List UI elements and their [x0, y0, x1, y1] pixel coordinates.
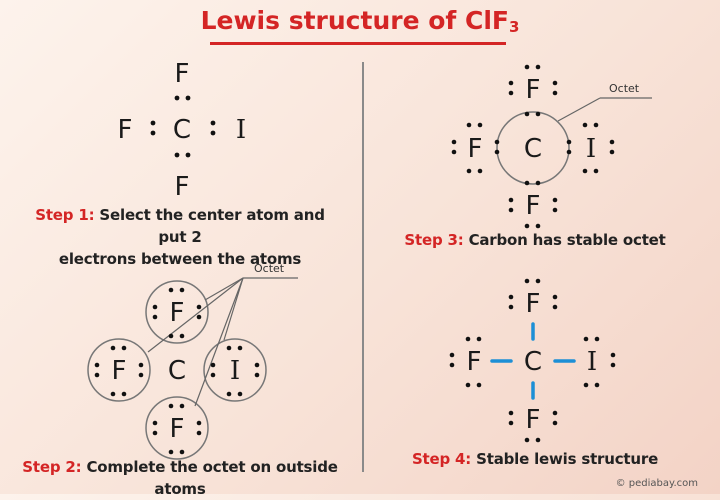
- atom-f-left: F: [118, 115, 133, 145]
- atom-f-bottom: F: [170, 414, 185, 444]
- panel-step-2: Octet F F C I F: [87, 262, 298, 460]
- atom-f-left: F: [112, 356, 127, 386]
- atom-f-top: F: [170, 298, 185, 328]
- step-3-text: Carbon has stable octet: [468, 231, 666, 249]
- single-bonds: [490, 322, 576, 400]
- atom-f-bottom: F: [175, 172, 190, 202]
- octet-ring-top-f: [145, 280, 209, 344]
- vertical-divider: [362, 62, 364, 472]
- electron-dots: [94, 287, 260, 455]
- title-main: Lewis structure of ClF: [200, 6, 509, 35]
- octet-ring-bottom-f: [145, 396, 209, 460]
- atom-f-top: F: [526, 75, 541, 105]
- bonding-electron-pairs: [150, 95, 216, 158]
- step-2-label: Step 2:: [22, 458, 82, 476]
- step-4-label: Step 4:: [411, 450, 472, 468]
- atom-c-center: C: [524, 347, 542, 377]
- page-title: Lewis structure of ClF3: [0, 6, 720, 36]
- title-underline: [210, 42, 506, 45]
- step-1-text: Select the center atom and put 2: [99, 206, 325, 246]
- atom-c-center: C: [173, 115, 191, 145]
- lone-pair-dots: [449, 278, 616, 443]
- step-1-label: Step 1:: [35, 206, 95, 224]
- octet-ring-right-i: [203, 338, 267, 402]
- electron-dots: [451, 64, 615, 229]
- octet-pointer-lines: [147, 277, 298, 407]
- octet-label: Octet: [254, 262, 285, 275]
- carbon-octet-ring: [496, 111, 570, 185]
- octet-label: Octet: [609, 82, 640, 95]
- atom-f-bottom: F: [526, 191, 541, 221]
- step-4-caption: Step 4: Stable lewis structure: [380, 448, 690, 470]
- atom-f-left: F: [467, 347, 482, 377]
- atom-i-right: I: [587, 347, 597, 377]
- source-credit: © pediabay.com: [615, 478, 698, 489]
- atom-c-center: C: [524, 134, 542, 164]
- atom-f-bottom: F: [526, 405, 541, 435]
- step-3-caption: Step 3: Carbon has stable octet: [380, 229, 690, 251]
- step-2-text: Complete the octet on outside atoms: [86, 458, 338, 498]
- step-1-caption: Step 1: Select the center atom and put 2…: [20, 204, 340, 270]
- atom-i-right: I: [586, 134, 596, 164]
- octet-pointer-lines: [557, 97, 652, 122]
- atom-i-right: I: [230, 356, 240, 386]
- panel-step-4: F F C I F: [449, 278, 616, 443]
- panel-step-3: Octet F F C I F: [451, 64, 652, 229]
- octet-ring-left-f: [87, 338, 151, 402]
- step-1-text-line2: electrons between the atoms: [58, 250, 302, 268]
- atom-c-center: C: [168, 356, 186, 386]
- title-subscript: 3: [508, 18, 520, 36]
- step-2-caption: Step 2: Complete the octet on outside at…: [10, 456, 350, 500]
- panel-step-1: F F C I F: [118, 59, 247, 202]
- step-3-label: Step 3:: [404, 231, 464, 249]
- atom-f-top: F: [526, 289, 541, 319]
- step-4-text: Stable lewis structure: [476, 450, 659, 468]
- atom-f-left: F: [468, 134, 483, 164]
- atom-i-right: I: [236, 115, 246, 145]
- atom-f-top: F: [175, 59, 190, 89]
